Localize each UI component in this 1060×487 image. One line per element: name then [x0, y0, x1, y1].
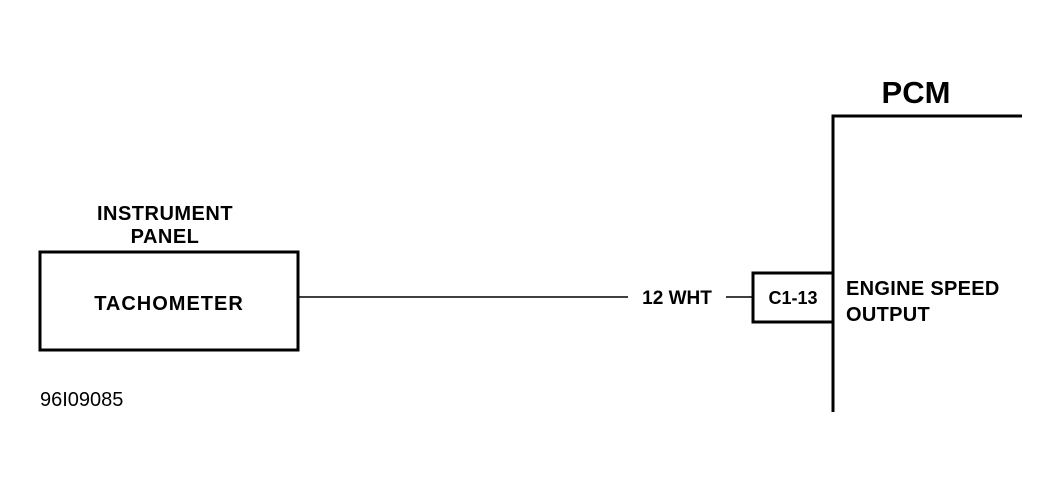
tachometer-label: TACHOMETER — [94, 293, 244, 315]
output-label-line1: ENGINE SPEED — [846, 278, 1000, 300]
pcm-outline — [831, 114, 1022, 412]
wire-label: 12 WHT — [642, 288, 712, 309]
tachometer-box — [38, 250, 300, 352]
output-label-line2: OUTPUT — [846, 304, 930, 326]
pcm-label: PCM — [882, 75, 951, 110]
instrument-panel-label-line1: INSTRUMENT — [97, 203, 233, 225]
connector-box — [751, 271, 835, 324]
instrument-panel-label-line2: PANEL — [131, 226, 200, 248]
figure-code: 96I09085 — [40, 389, 123, 411]
connector-label: C1-13 — [768, 288, 817, 308]
